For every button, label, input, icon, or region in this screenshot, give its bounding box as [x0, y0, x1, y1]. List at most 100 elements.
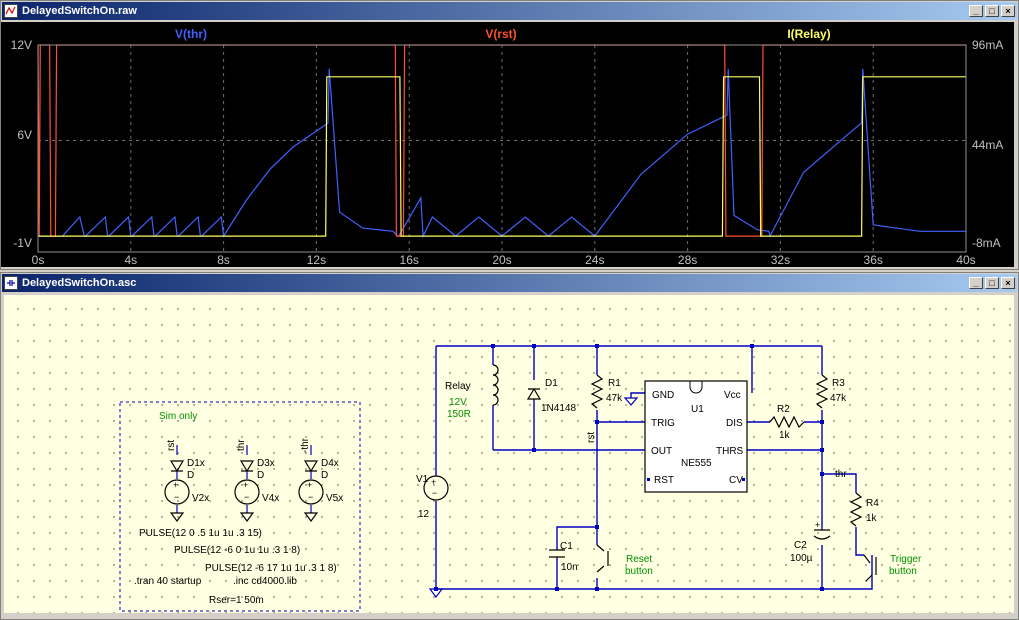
d4x-label: D4x	[321, 458, 339, 469]
resistor-r2[interactable]: R2 1k	[769, 404, 805, 441]
waveform-doc-icon	[4, 4, 18, 18]
c2-label: C2	[794, 540, 807, 551]
svg-text:−: −	[308, 492, 313, 502]
waveform-window[interactable]: DelayedSwitchOn.raw _ □ × 12V 6V -1V 96m…	[0, 0, 1019, 270]
relay-coil[interactable]: Relay 12V 150R	[445, 364, 499, 420]
trace-label-vthr[interactable]: V(thr)	[175, 27, 207, 41]
d1-label: D1	[545, 378, 558, 389]
svg-text:−: −	[174, 492, 179, 502]
diode-d4x	[303, 460, 319, 473]
d3x-model: D	[257, 470, 264, 481]
inc-directive: .inc cd4000.lib	[233, 576, 297, 587]
reset-button-switch[interactable]: Reset button	[596, 544, 653, 577]
plot-pane[interactable]: 12V 6V -1V 96mA 44mA -8mA V(thr) V(rst) …	[1, 22, 1014, 267]
r4-label: R4	[866, 498, 879, 509]
resistor-r1[interactable]: R1 47k rst	[586, 374, 623, 443]
waveform-titlebar[interactable]: DelayedSwitchOn.raw _ □ ×	[2, 2, 1017, 20]
maximize-button[interactable]: □	[985, 5, 999, 17]
x-tick-label: 40s	[956, 253, 975, 267]
schematic-window[interactable]: DelayedSwitchOn.asc _ □ ×	[0, 272, 1019, 620]
u1-part: NE555	[681, 458, 712, 469]
x-tick-label: 12s	[307, 253, 326, 267]
r2-value: 1k	[779, 430, 791, 441]
trigger-label-1: Trigger	[890, 554, 922, 565]
net-label-neg-thr-sim: -thr	[300, 437, 311, 453]
d1-part: 1N4148	[541, 403, 576, 414]
net-label-thr: thr	[835, 469, 847, 480]
d3x-label: D3x	[257, 458, 275, 469]
maximize-button[interactable]: □	[985, 277, 999, 289]
v1-source[interactable]: +− V1 12	[416, 474, 449, 520]
r1-label: R1	[608, 378, 621, 389]
left-axis-label: -1V	[13, 236, 32, 250]
trace-irelay[interactable]	[38, 76, 966, 237]
trace-label-irelay[interactable]: I(Relay)	[787, 27, 830, 41]
x-tick-label: 36s	[864, 253, 883, 267]
diode-d1[interactable]: D1 1N4148	[526, 378, 576, 414]
r1-value: 47k	[606, 393, 623, 404]
u1-label: U1	[691, 404, 704, 415]
pin-thrs: THRS	[716, 446, 744, 457]
resistor-r4[interactable]: R4 1k	[849, 492, 879, 527]
pulse-spec-3: PULSE(12 -6 17 1u 1u .3 1 8)	[205, 563, 337, 574]
r3-value: 47k	[830, 393, 847, 404]
plot-frame	[37, 44, 967, 253]
schematic-drawing[interactable]: +− V1 12 Relay 12V 150R D1 1N4148 R1 4	[4, 295, 1014, 613]
v4x-label: V4x	[262, 493, 279, 504]
ground-icon	[623, 397, 639, 406]
right-axis-label: 44mA	[972, 138, 1003, 152]
relay-resistance: 150R	[447, 409, 471, 420]
svg-text:+: +	[815, 520, 820, 530]
junction-dots	[434, 344, 824, 591]
pin-vcc: Vcc	[724, 390, 741, 401]
pin-gnd: GND	[652, 390, 674, 401]
close-button[interactable]: ×	[1001, 5, 1015, 17]
diode-d1x	[169, 460, 185, 473]
capacitor-c1[interactable]: C1 10n	[549, 541, 578, 573]
x-tick-label: 32s	[771, 253, 790, 267]
c1-label: C1	[560, 541, 573, 552]
minimize-button[interactable]: _	[969, 5, 983, 17]
left-axis-label: 6V	[17, 128, 32, 142]
c1-value: 10n	[561, 562, 578, 573]
pulse-spec-2: PULSE(12 -6 0 1u 1u .3 1 8)	[174, 545, 300, 556]
right-axis-label: -8mA	[972, 236, 1001, 250]
d1x-model: D	[187, 470, 194, 481]
right-axis-label: 96mA	[972, 38, 1003, 52]
r4-value: 1k	[866, 513, 878, 524]
sim-only-block[interactable]: Sim only +−+−+− rst thr -thr	[119, 401, 361, 612]
x-tick-label: 24s	[585, 253, 604, 267]
minimize-button[interactable]: _	[969, 277, 983, 289]
close-button[interactable]: ×	[1001, 277, 1015, 289]
x-tick-label: 8s	[217, 253, 230, 267]
reset-label-2: button	[625, 566, 653, 577]
schematic-canvas[interactable]: +− V1 12 Relay 12V 150R D1 1N4148 R1 4	[4, 295, 1014, 613]
x-tick-label: 20s	[492, 253, 511, 267]
schematic-titlebar[interactable]: DelayedSwitchOn.asc _ □ ×	[2, 274, 1017, 292]
resistor-r3[interactable]: R3 47k	[815, 374, 847, 409]
reset-label-1: Reset	[626, 554, 652, 565]
pin-rst: RST	[654, 475, 674, 486]
trigger-button-switch[interactable]: Trigger button	[863, 554, 922, 582]
capacitor-c2[interactable]: + C2 100µ	[790, 520, 831, 564]
wires	[435, 345, 873, 590]
v1-label: V1	[416, 474, 429, 485]
relay-label: Relay	[445, 381, 471, 392]
svg-text:+: +	[431, 477, 436, 487]
ground-icon	[428, 588, 444, 598]
d1x-label: D1x	[187, 458, 205, 469]
pin-out: OUT	[651, 446, 672, 457]
svg-text:+: +	[243, 480, 248, 490]
pin-cv: CV	[729, 475, 743, 486]
svg-text:+: +	[173, 480, 178, 490]
svg-text:−: −	[244, 492, 249, 502]
r3-label: R3	[832, 378, 845, 389]
schematic-window-title: DelayedSwitchOn.asc	[22, 277, 137, 289]
u1-ne555[interactable]: GND Vcc U1 TRIG DIS OUT THRS NE555 RST C…	[644, 380, 748, 493]
v5x-label: V5x	[326, 493, 343, 504]
net-label-thr-sim: thr	[236, 439, 247, 451]
trace-label-vrst[interactable]: V(rst)	[485, 27, 516, 41]
waveform-plot[interactable]: 12V 6V -1V 96mA 44mA -8mA V(thr) V(rst) …	[1, 22, 1014, 267]
d4x-model: D	[321, 470, 328, 481]
svg-text:−: −	[432, 488, 437, 498]
